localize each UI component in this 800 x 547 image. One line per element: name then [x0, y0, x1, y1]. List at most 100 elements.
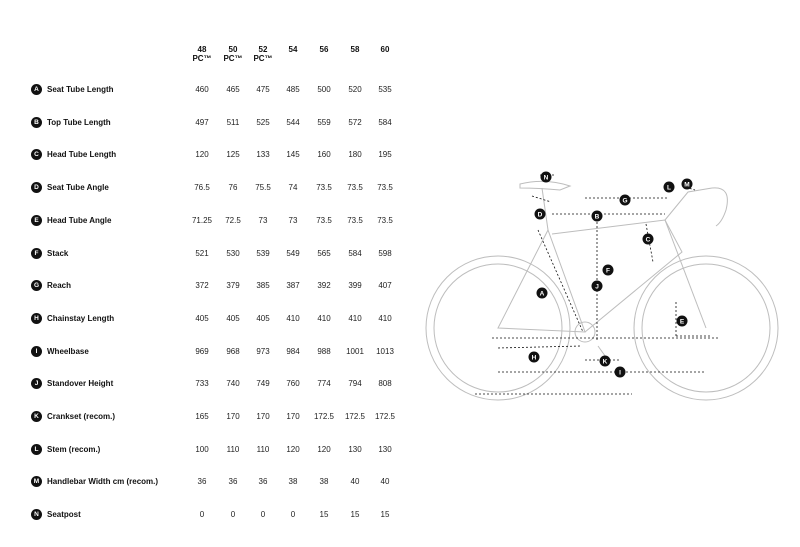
row-label: Wheelbase — [47, 347, 89, 356]
svg-text:G: G — [622, 198, 627, 205]
size-number: 50 — [228, 45, 238, 54]
table-cell: 520 — [348, 85, 362, 94]
table-cell: 38 — [319, 477, 329, 486]
front-rim — [641, 263, 771, 393]
table-cell: 170 — [286, 412, 300, 421]
svg-text:M: M — [684, 182, 689, 189]
table-cell: 544 — [286, 118, 300, 127]
table-cell: 539 — [256, 249, 270, 258]
front-wheel — [633, 255, 779, 401]
table-cell: 387 — [286, 281, 300, 290]
front-triangle — [551, 219, 683, 333]
svg-text:N: N — [544, 175, 549, 182]
size-header-3: 54 — [273, 45, 313, 54]
table-cell: 372 — [195, 281, 209, 290]
table-cell: 36 — [228, 477, 238, 486]
table-cell: 72.5 — [225, 216, 241, 225]
table-cell: 410 — [286, 314, 300, 323]
size-suffix: PC™ — [253, 54, 273, 63]
table-cell: 1001 — [346, 347, 364, 356]
rear-rim — [433, 263, 563, 393]
dim-badge-a: A — [536, 287, 548, 299]
size-number: 52 — [258, 45, 268, 54]
dimension-letter-badge: E — [31, 215, 42, 226]
svg-text:F: F — [606, 268, 610, 275]
row-label: Seat Tube Length — [47, 85, 114, 94]
table-cell: 565 — [317, 249, 331, 258]
table-cell: 160 — [317, 150, 331, 159]
table-cell: 180 — [348, 150, 362, 159]
dim-badge-g: G — [619, 194, 631, 206]
rear-triangle — [497, 228, 586, 333]
table-cell: 172.5 — [374, 412, 396, 421]
table-cell: 405 — [226, 314, 240, 323]
row-label: Crankset (recom.) — [47, 412, 116, 421]
svg-text:K: K — [603, 359, 608, 366]
dimension-letter-badge: J — [31, 378, 42, 389]
svg-text:H: H — [532, 355, 537, 362]
table-cell: 969 — [195, 347, 209, 356]
handlebar — [711, 187, 728, 227]
saddle — [519, 180, 572, 191]
dim-badge-h: H — [528, 351, 540, 363]
table-cell: 808 — [378, 379, 392, 388]
table-cell: 485 — [286, 85, 300, 94]
svg-text:E: E — [680, 319, 685, 326]
table-cell: 0 — [260, 510, 266, 519]
dimension-letter-badge: K — [31, 411, 42, 422]
dim-badge-n: N — [540, 171, 552, 183]
dimension-letter-badge: G — [31, 280, 42, 291]
row-label: Reach — [47, 281, 72, 290]
table-cell: 749 — [256, 379, 270, 388]
table-cell: 120 — [286, 445, 300, 454]
row-label: Stack — [47, 249, 69, 258]
table-cell: 130 — [348, 445, 362, 454]
table-cell: 407 — [378, 281, 392, 290]
table-cell: 521 — [195, 249, 209, 258]
table-cell: 15 — [319, 510, 329, 519]
bike-frame-illustration: N G L M D B C F A J E H K I — [425, 171, 779, 401]
table-cell: 73.5 — [316, 216, 332, 225]
table-cell: 110 — [256, 445, 270, 454]
dim-badge-j: J — [591, 280, 603, 292]
table-cell: 145 — [286, 150, 300, 159]
table-cell: 760 — [286, 379, 300, 388]
table-cell: 500 — [317, 85, 331, 94]
table-cell: 133 — [256, 150, 270, 159]
table-cell: 794 — [348, 379, 362, 388]
row-label: Stem (recom.) — [47, 445, 101, 454]
rear-wheel — [425, 255, 571, 401]
svg-text:B: B — [595, 214, 600, 221]
dim-badge-l: L — [663, 181, 675, 193]
fork — [664, 219, 707, 329]
table-cell: 0 — [290, 510, 296, 519]
table-cell: 399 — [348, 281, 362, 290]
table-cell: 73.5 — [347, 216, 363, 225]
size-header-4: 56 — [304, 45, 344, 54]
table-cell: 379 — [226, 281, 240, 290]
table-cell: 385 — [256, 281, 270, 290]
table-cell: 100 — [195, 445, 209, 454]
table-cell: 405 — [256, 314, 270, 323]
table-cell: 40 — [380, 477, 390, 486]
table-cell: 535 — [378, 85, 392, 94]
table-cell: 598 — [378, 249, 392, 258]
table-cell: 988 — [317, 347, 331, 356]
svg-text:C: C — [646, 237, 651, 244]
row-label: Chainstay Length — [47, 314, 115, 323]
dim-badge-e: E — [676, 315, 688, 327]
table-cell: 130 — [378, 445, 392, 454]
svg-text:I: I — [619, 370, 621, 377]
table-cell: 73 — [288, 216, 298, 225]
